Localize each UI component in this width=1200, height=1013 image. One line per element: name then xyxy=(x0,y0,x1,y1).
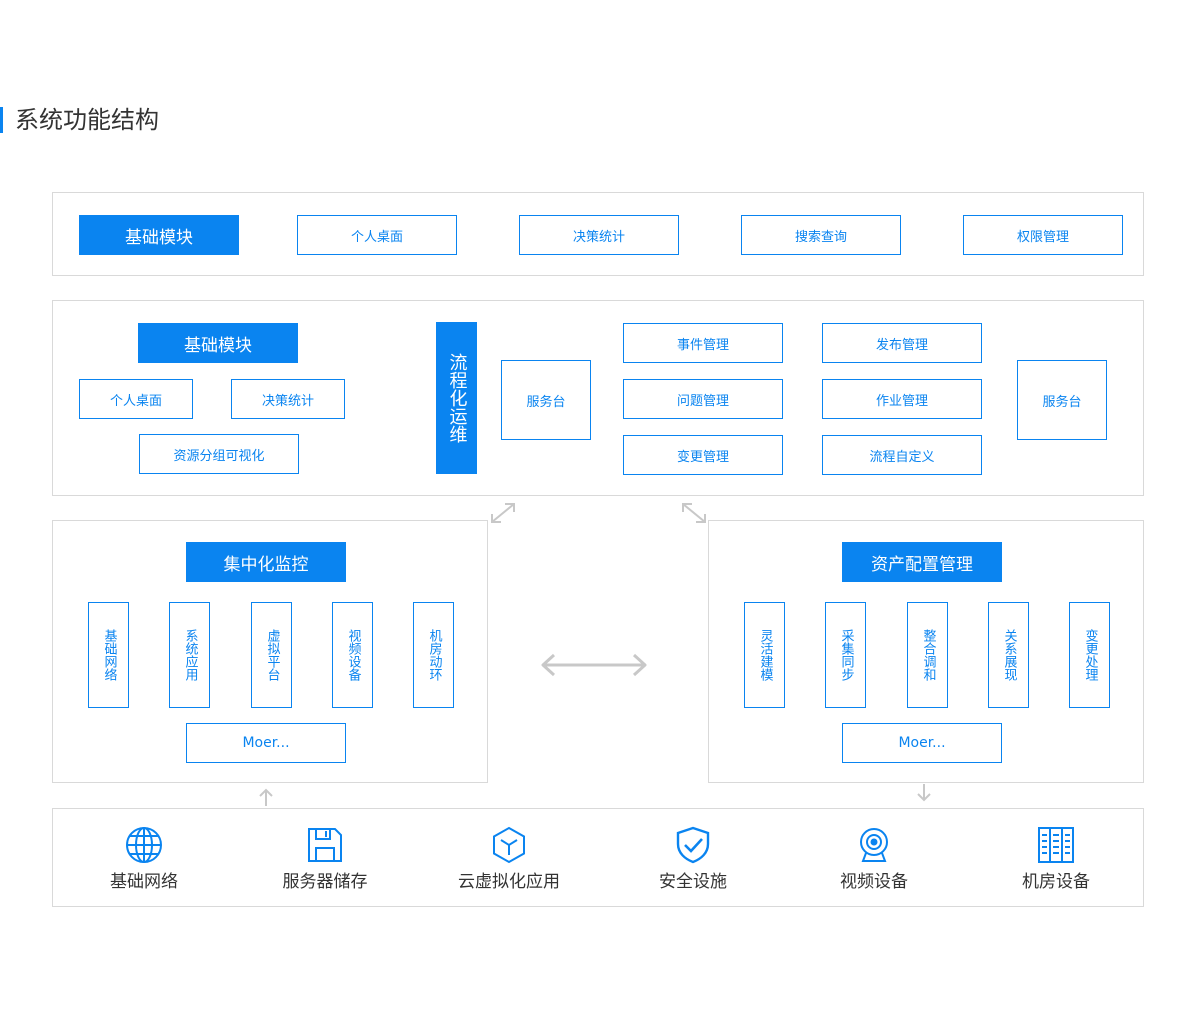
asset-item-flexible-modeling: 灵活建模 xyxy=(744,602,785,708)
module-decision-stats: 决策统计 xyxy=(519,215,679,255)
infra-label: 视频设备 xyxy=(840,872,908,892)
asset-item-collect-sync: 采集同步 xyxy=(825,602,866,708)
module-search-query: 搜索查询 xyxy=(741,215,901,255)
asset-item-label: 灵活建模 xyxy=(757,629,773,681)
monitor-item-virtual-platform: 虚拟平台 xyxy=(251,602,292,708)
infra-label: 安全设施 xyxy=(659,872,727,892)
infra-item-cloud-virtual-app: 云虚拟化应用 xyxy=(434,825,584,893)
service-desk-left: 服务台 xyxy=(501,360,591,440)
cube-icon xyxy=(493,826,525,864)
ops-resource-group-visual: 资源分组可视化 xyxy=(139,434,299,474)
infra-label: 云虚拟化应用 xyxy=(458,872,560,892)
heading-accent-bar xyxy=(0,107,3,133)
custom-process: 流程自定义 xyxy=(822,435,982,475)
asset-item-label: 关系展现 xyxy=(1001,629,1017,681)
infra-label: 基础网络 xyxy=(110,872,178,892)
infra-label: 机房设备 xyxy=(1022,872,1090,892)
infrastructure-panel: 基础网络 服务器储存 云虚拟化应用 安全设施 视频 xyxy=(52,808,1144,907)
floppy-disk-icon xyxy=(308,828,342,862)
module-personal-desktop: 个人桌面 xyxy=(297,215,457,255)
monitor-item-label: 系统应用 xyxy=(182,629,198,681)
problem-mgmt: 问题管理 xyxy=(623,379,783,419)
infra-item-server-storage: 服务器储存 xyxy=(250,825,400,893)
infra-item-video-device: 视频设备 xyxy=(799,825,949,893)
asset-item-label: 变更处理 xyxy=(1082,629,1098,681)
ops-base-module-title: 基础模块 xyxy=(138,323,298,363)
job-mgmt: 作业管理 xyxy=(822,379,982,419)
monitor-item-label: 虚拟平台 xyxy=(264,629,280,681)
asset-config-panel: 资产配置管理 灵活建模 采集同步 整合调和 关系展现 变更处理 Moer... xyxy=(708,520,1144,783)
monitoring-panel: 集中化监控 基础网络 系统应用 虚拟平台 视频设备 机房动环 Moer... xyxy=(52,520,488,783)
monitoring-title: 集中化监控 xyxy=(186,542,346,582)
ops-personal-desktop: 个人桌面 xyxy=(79,379,193,419)
asset-item-relation-view: 关系展现 xyxy=(988,602,1029,708)
diagonal-arrow-left-icon xyxy=(491,503,515,523)
asset-item-label: 整合调和 xyxy=(920,629,936,681)
infra-item-security: 安全设施 xyxy=(618,825,768,893)
infra-item-room-equipment: 机房设备 xyxy=(981,825,1131,893)
ops-decision-stats: 决策统计 xyxy=(231,379,345,419)
asset-item-change-handling: 变更处理 xyxy=(1069,602,1110,708)
base-module-panel: 基础模块 个人桌面 决策统计 搜索查询 权限管理 xyxy=(52,192,1144,276)
monitor-item-video-device: 视频设备 xyxy=(332,602,373,708)
incident-mgmt: 事件管理 xyxy=(623,323,783,363)
monitor-item-label: 基础网络 xyxy=(101,629,117,681)
monitor-item-label: 机房动环 xyxy=(426,629,442,681)
globe-icon xyxy=(126,827,162,863)
process-ops-label: 流程化运维 xyxy=(446,353,468,443)
release-mgmt: 发布管理 xyxy=(822,323,982,363)
asset-item-label: 采集同步 xyxy=(838,629,854,681)
ops-panel: 基础模块 个人桌面 决策统计 资源分组可视化 流程化运维 服务台 事件管理 问题… xyxy=(52,300,1144,496)
arrow-up-icon xyxy=(259,788,273,806)
service-desk-right: 服务台 xyxy=(1017,360,1107,440)
infra-label: 服务器储存 xyxy=(282,872,368,892)
monitor-item-basic-network: 基础网络 xyxy=(88,602,129,708)
asset-config-more: Moer... xyxy=(842,723,1002,763)
page-title: 系统功能结构 xyxy=(15,106,159,134)
monitor-item-system-app: 系统应用 xyxy=(169,602,210,708)
change-mgmt: 变更管理 xyxy=(623,435,783,475)
double-arrow-horizontal-icon xyxy=(541,653,647,677)
asset-item-reconcile: 整合调和 xyxy=(907,602,948,708)
infra-item-basic-network: 基础网络 xyxy=(69,825,219,893)
webcam-icon xyxy=(860,828,888,862)
monitor-item-room-env: 机房动环 xyxy=(413,602,454,708)
asset-config-title: 资产配置管理 xyxy=(842,542,1002,582)
monitor-item-label: 视频设备 xyxy=(345,629,361,681)
module-permission-mgmt: 权限管理 xyxy=(963,215,1123,255)
server-rack-icon xyxy=(1038,827,1074,863)
arrow-down-icon xyxy=(917,784,931,802)
process-ops-vertical-title: 流程化运维 xyxy=(436,322,477,474)
monitoring-more: Moer... xyxy=(186,723,346,763)
base-module-title: 基础模块 xyxy=(79,215,239,255)
shield-check-icon xyxy=(676,826,710,864)
diagonal-arrow-right-icon xyxy=(682,503,706,523)
